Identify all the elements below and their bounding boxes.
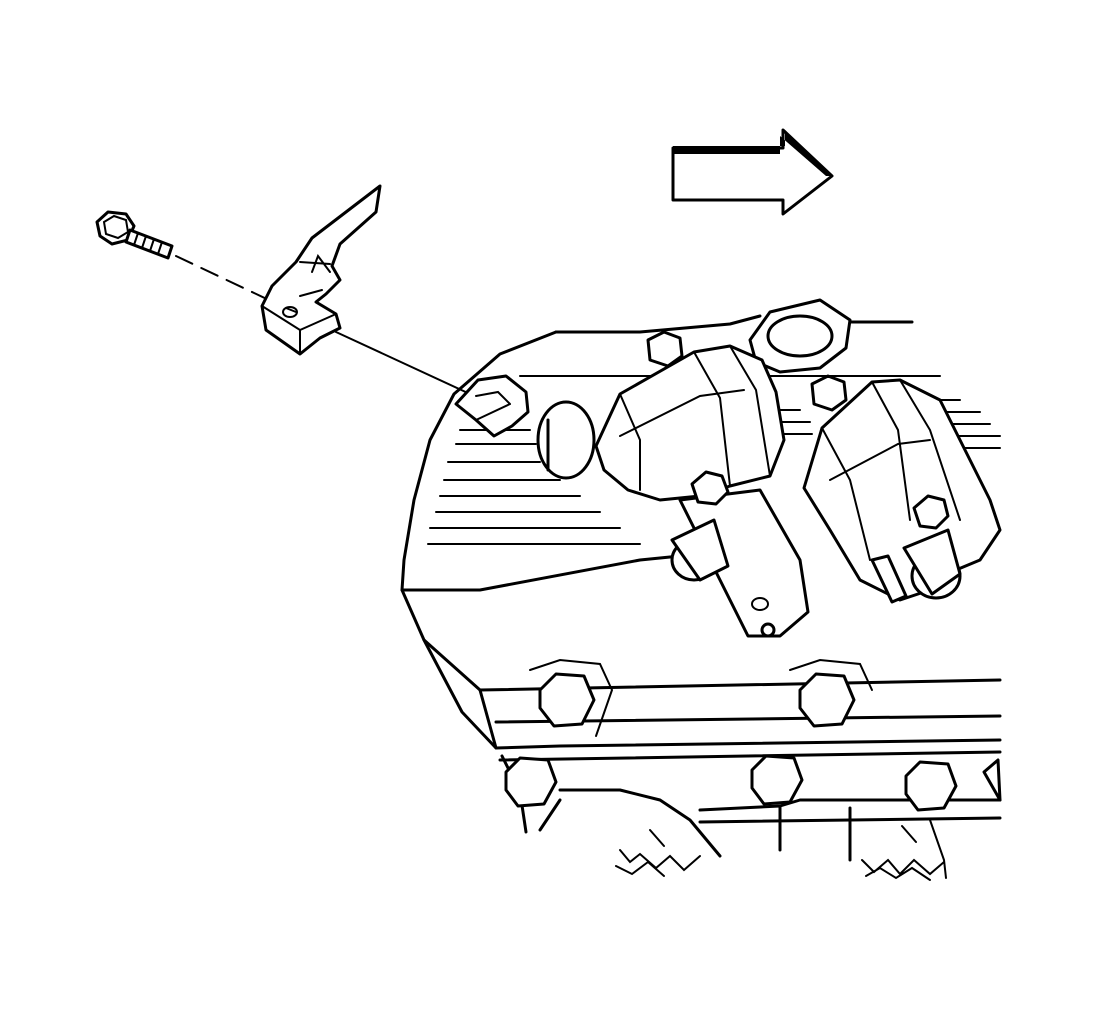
cover-bolt-3 [529,658,614,737]
bracket-leader-line [335,331,471,395]
bolt-icon [95,210,174,260]
cover-bolt-2 [810,374,848,412]
bracket-icon [260,184,382,356]
ignition-coil-right [802,378,1002,604]
cylinder-head [498,750,1002,881]
cover-bolt-4 [789,658,873,728]
ignition-coil-left [594,344,810,638]
install-guide-line [175,255,291,311]
oil-filler-opening [536,400,596,480]
lifting-eye [748,298,852,374]
bracket-mount-boss [454,374,530,438]
arrow-right-icon [671,128,834,216]
cover-bolt-1 [646,330,684,368]
